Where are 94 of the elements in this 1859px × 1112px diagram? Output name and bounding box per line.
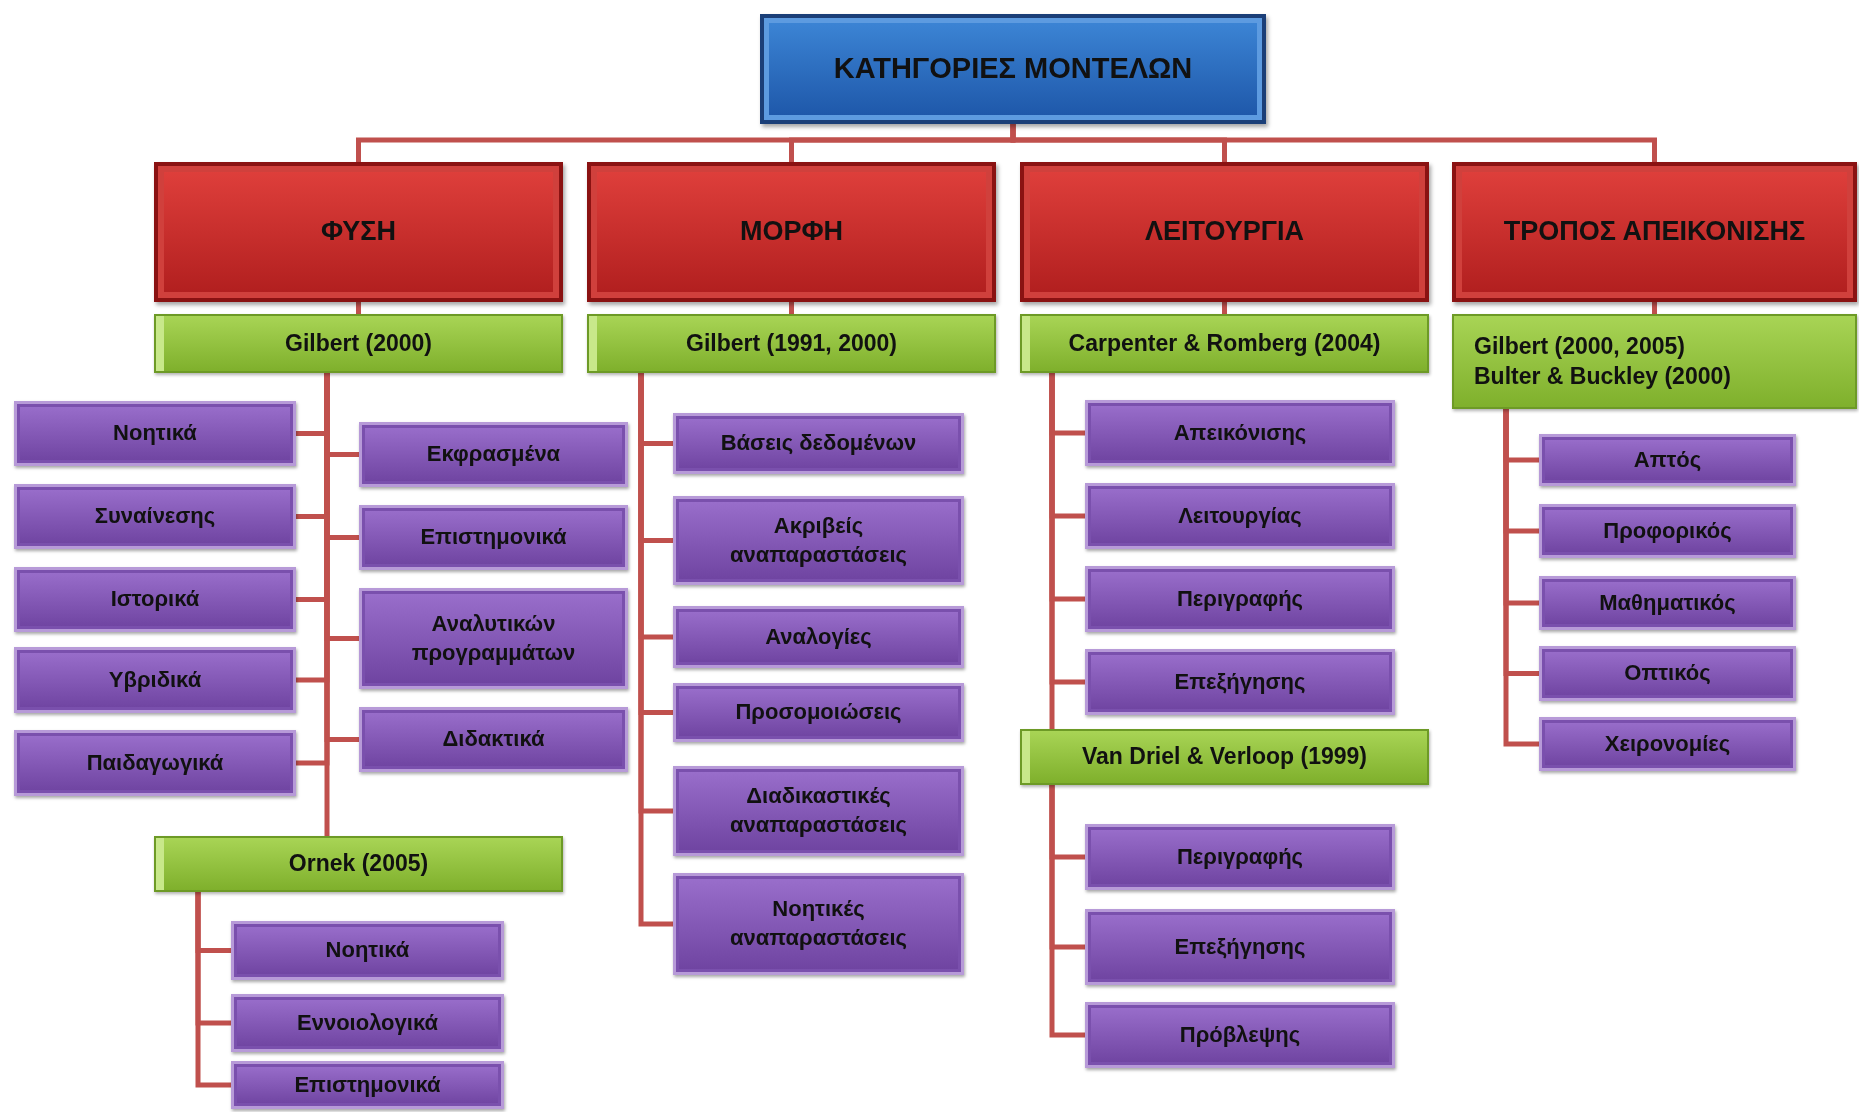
model-type-box [673,413,964,474]
category-box [154,162,563,302]
box-label: Οπτικός [1624,659,1711,688]
box-label: Απεικόνισης [1173,418,1307,447]
box-label: Gilbert (2000) [285,328,432,358]
box-label: ΤΡΟΠΟΣ ΑΠΕΙΚΟΝΙΣΗΣ [1503,215,1806,249]
box-label: Περιγραφής [1176,842,1303,871]
model-type-box [673,496,964,585]
box-label: Χειρονομίες [1604,729,1731,758]
model-type-box [231,1061,504,1109]
connector-line [195,892,231,1088]
model-type-box [1085,909,1395,985]
box-label: Ιστορικά [110,585,200,614]
box-label: ΚΑΤΗΓΟΡΙΕΣ ΜΟΝΤΕΛΩΝ [833,51,1193,87]
model-type-box [1539,434,1796,486]
source-box [1452,314,1857,409]
model-type-box [359,588,628,689]
model-type-box [14,647,296,713]
box-label: Επεξήγησης [1174,667,1306,696]
connector-line [1010,124,1657,162]
box-label: Νοητικές αναπαραστάσεις [729,895,908,952]
model-type-box [1085,649,1395,715]
box-label: Νοητικά [325,936,410,965]
title-box [760,14,1266,124]
model-type-box [14,401,296,466]
box-label: Λειτουργίας [1178,501,1302,530]
box-label: Εκφρασμένα [426,440,561,469]
source-box [154,314,563,373]
box-label: Gilbert (2000, 2005) [1474,331,1685,361]
source-box [154,836,563,892]
box-label: Προφορικός [1603,516,1732,545]
category-box [1020,162,1429,302]
source-box [1020,729,1429,785]
box-label: Επιστημονικά [420,523,567,552]
category-box [587,162,996,302]
box-label: Υβριδικά [108,665,202,694]
model-type-box [1539,646,1796,701]
box-label: Περιγραφής [1176,584,1303,613]
model-type-box [1085,566,1395,632]
box-label: Carpenter & Romberg (2004) [1068,328,1381,358]
category-box [1452,162,1857,302]
box-label: Πρόβλεψης [1179,1020,1301,1049]
model-type-box [231,994,504,1052]
connector-line [1222,302,1227,314]
model-type-box [1539,576,1796,630]
source-box [587,314,996,373]
model-type-box [1085,1002,1395,1068]
model-type-box [359,505,628,570]
model-type-box [231,921,504,980]
model-type-box [673,606,964,668]
box-label: Επιστημονικά [294,1070,441,1099]
box-label: Gilbert (1991, 2000) [686,328,897,358]
model-type-box [14,484,296,549]
model-type-box [14,730,296,796]
box-label: Van Driel & Verloop (1999) [1081,742,1368,772]
connector-line [1049,373,1055,729]
box-label: Bulter & Buckley (2000) [1474,361,1731,391]
model-type-box [673,683,964,742]
connector-line [1652,302,1657,314]
box-label: Νοητικά [113,419,197,448]
box-label: Βάσεις δεδομένων [720,429,917,458]
box-label: Διδακτικά [442,725,545,754]
model-type-box [1085,400,1395,466]
box-label: Αναλυτικών προγραμμάτων [410,609,577,667]
box-label: Αναλογίες [765,622,872,651]
connector-line [1049,785,1085,1038]
model-type-box [1539,504,1796,558]
box-label: Συναίνεσης [94,502,216,531]
model-type-box [14,567,296,632]
connector-line [789,302,794,314]
model-type-box [1085,483,1395,549]
box-label: ΜΟΡΦΗ [739,215,844,249]
box-label: Ακριβείς αναπαραστάσεις [729,511,908,569]
model-type-box [673,766,964,856]
box-label: Εννοιολογικά [297,1008,438,1037]
box-label: ΛΕΙΤΟΥΡΓΙΑ [1145,215,1304,249]
box-label: Παιδαγωγικά [86,748,224,777]
model-type-box [359,707,628,772]
box-label: Προσομοιώσεις [735,698,902,727]
model-type-box [1539,717,1796,771]
box-label: Μαθηματικός [1599,588,1736,617]
connector-line [1503,409,1539,747]
box-label: ΦΥΣΗ [320,215,397,249]
model-type-box [1085,824,1395,890]
box-label: Ornek (2005) [288,849,429,879]
source-box [1020,314,1429,373]
connector-line [324,373,330,836]
model-type-box [673,873,964,975]
model-type-box [359,422,628,487]
box-label: Επεξήγησης [1174,932,1306,961]
connector-line [356,302,361,314]
box-label: Απτός [1633,445,1702,474]
box-label: Διαδικαστικές αναπαραστάσεις [729,782,908,839]
connector-line [638,373,673,927]
